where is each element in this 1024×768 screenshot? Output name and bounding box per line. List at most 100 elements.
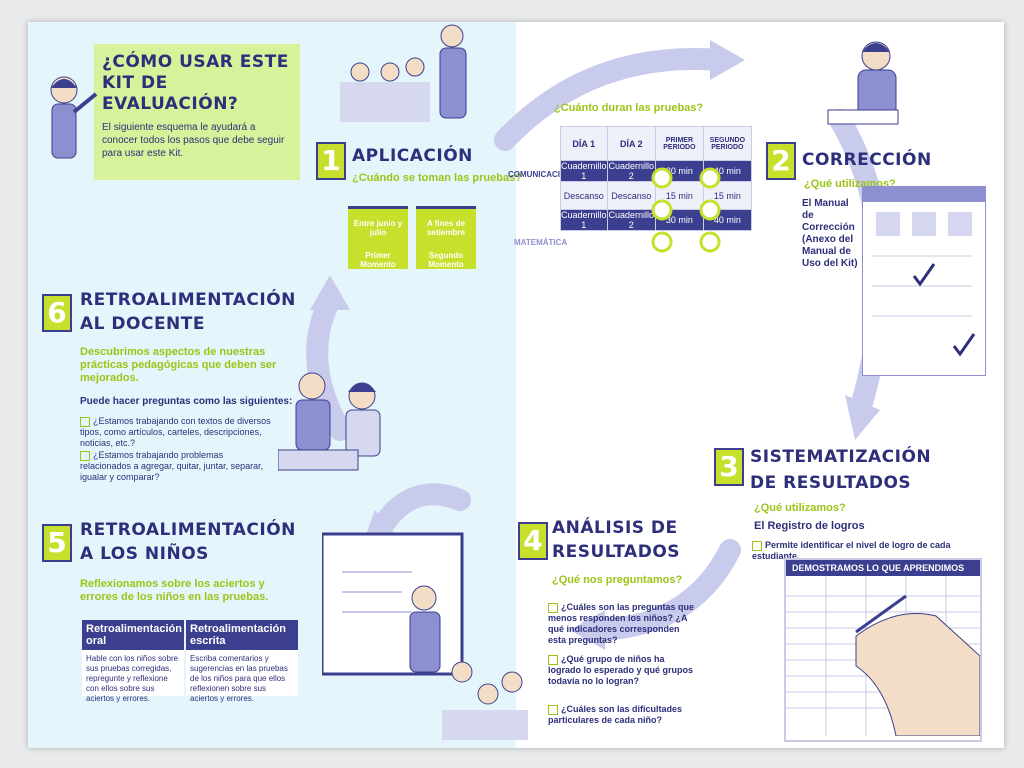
arrowhead-1 <box>710 40 745 80</box>
step3-title: SISTEMATIZACIÓN DE RESULTADOS <box>750 444 931 496</box>
step4-title-line2: RESULTADOS <box>552 542 681 562</box>
step3-answer: El Registro de logros <box>754 520 865 532</box>
arrowhead-2 <box>845 395 880 440</box>
checkbox-icon <box>548 602 558 613</box>
step4-bullet-2: ¿Qué grupo de niños ha logrado lo espera… <box>548 654 698 687</box>
feedback-oral-text: Hable con los niños sobre sus pruebas co… <box>86 654 179 703</box>
step2-title: CORRECCIÓN <box>802 150 932 170</box>
step1-title: APLICACIÓN <box>352 146 473 166</box>
step2-number: 2 <box>766 142 796 180</box>
step2-answer: El Manual de Corrección (Anexo del Manua… <box>802 198 858 269</box>
step1-question: ¿Cuándo se toman las pruebas? <box>352 172 522 184</box>
step6-title: RETROALIMENTACIÓN AL DOCENTE <box>80 288 296 336</box>
step6-bullet-2-text: ¿Estamos trabajando problemas relacionad… <box>80 450 264 482</box>
step1-card-2-text: A fines de setiembre <box>427 219 465 237</box>
feedback-written-box: Retroalimentación escrita Escriba coment… <box>186 620 298 703</box>
row-label-matematica: MATEMÁTICA <box>514 238 568 247</box>
row-label-comunicacion: COMUNICACIÓN <box>508 170 572 179</box>
cell-r3-c1: Cuadernillo 1 <box>560 209 608 231</box>
step5-title-line1: RETROALIMENTACIÓN <box>80 520 296 540</box>
arrowhead-3 <box>570 610 605 650</box>
clock-icon <box>651 231 673 253</box>
step3-question: ¿Qué utilizamos? <box>754 502 846 514</box>
step4-bullet-1: ¿Cuáles son las preguntas que menos resp… <box>548 602 698 646</box>
register-sheet-title: DEMOSTRAMOS LO QUE APRENDIMOS <box>786 560 980 576</box>
header-dia1: DÍA 1 <box>560 126 608 161</box>
step4-question: ¿Qué nos preguntamos? <box>552 574 683 586</box>
step3-bullet-text: Permite identificar el nivel de logro de… <box>752 540 951 561</box>
feedback-written-text: Escriba comentarios y sugerencias en las… <box>190 654 288 703</box>
step6-number: 6 <box>42 294 72 332</box>
clock-icon <box>699 167 721 189</box>
intro-title-line1: ¿CÓMO USAR ESTE <box>102 52 289 72</box>
step4-bullet-3: ¿Cuáles son las dificultades particulare… <box>548 704 698 726</box>
classroom-illustration <box>340 24 467 122</box>
step3-title-line1: SISTEMATIZACIÓN <box>750 447 932 467</box>
step6-subtitle: Descubrimos aspectos de nuestras práctic… <box>80 346 277 384</box>
step1-card-2-label: Segundo Momento <box>428 251 464 269</box>
cell-r3-c2: Cuadernillo 2 <box>606 209 657 231</box>
cell-r2-c1: Descanso <box>560 181 608 210</box>
step6-bullet-1: ¿Estamos trabajando con textos de divers… <box>80 416 276 449</box>
header-dia2: DÍA 2 <box>606 126 657 161</box>
girl-pointing-illustration <box>50 76 98 159</box>
clock-icon <box>699 199 721 221</box>
arrow-1-to-2 <box>494 48 731 151</box>
step4-bullet-1-text: ¿Cuáles son las preguntas que menos resp… <box>548 602 695 645</box>
arrowhead-5 <box>310 275 350 310</box>
teacher-writing-illustration <box>827 41 899 125</box>
step4-title-line1: ANÁLISIS DE <box>552 518 678 538</box>
step6-title-line2: AL DOCENTE <box>80 314 205 334</box>
clock-icon <box>651 199 673 221</box>
checkbox-icon <box>548 704 558 715</box>
step5-number: 5 <box>42 524 72 562</box>
teacher-blackboard-illustration <box>322 532 528 740</box>
clock-icon <box>651 167 673 189</box>
checkbox-icon <box>548 654 558 665</box>
achievement-register-sheet: DEMOSTRAMOS LO QUE APRENDIMOS <box>784 558 982 742</box>
feedback-written-title: Retroalimentación escrita <box>186 620 298 650</box>
step3-number: 3 <box>714 448 744 486</box>
cell-r2-c2: Descanso <box>606 181 657 210</box>
checkbox-icon <box>752 540 762 551</box>
teachers-meeting-illustration <box>278 372 381 471</box>
step3-bullet: Permite identificar el nivel de logro de… <box>752 540 964 562</box>
header-segundo-periodo: SEGUNDO PERIODO <box>702 126 753 161</box>
step1-card-1-label: Primer Momento <box>360 251 396 269</box>
step6-title-line1: RETROALIMENTACIÓN <box>80 290 296 310</box>
step1-number: 1 <box>316 142 346 180</box>
step3-title-line2: DE RESULTADOS <box>750 473 912 493</box>
register-grid-illustration <box>786 576 980 737</box>
clock-icon <box>699 231 721 253</box>
schedule-table: DÍA 1 DÍA 2 PRIMER PERIODO SEGUNDO PERIO… <box>560 126 753 231</box>
header-primer-periodo: PRIMER PERIODO <box>655 126 704 161</box>
intro-box: ¿CÓMO USAR ESTE KIT DE EVALUACIÓN? El si… <box>94 44 300 180</box>
step4-bullet-2-text: ¿Qué grupo de niños ha logrado lo espera… <box>548 654 694 686</box>
correction-manual-illustration <box>862 186 986 376</box>
step1-card-2: A fines de setiembre Segundo Momento <box>416 206 476 269</box>
cell-r1-c1: Cuadernillo 1 <box>560 160 608 182</box>
step6-lead: Puede hacer preguntas como las siguiente… <box>80 396 293 407</box>
arrow-3-to-4 <box>579 539 741 641</box>
step4-title: ANÁLISIS DE RESULTADOS <box>552 516 680 564</box>
step6-bullet-2: ¿Estamos trabajando problemas relacionad… <box>80 450 276 483</box>
feedback-oral-title: Retroalimentación oral <box>82 620 184 650</box>
clock-icons <box>651 167 721 253</box>
step4-number: 4 <box>518 522 548 560</box>
step4-bullet-3-text: ¿Cuáles son las dificultades particulare… <box>548 704 683 725</box>
feedback-oral-box: Retroalimentación oral Hable con los niñ… <box>82 620 184 703</box>
cycle-arrows <box>306 40 892 650</box>
arrow-4-to-5 <box>369 483 471 541</box>
step1-card-1: Entre junio y julio Primer Momento <box>348 206 408 269</box>
step6-bullet-1-text: ¿Estamos trabajando con textos de divers… <box>80 416 271 448</box>
step5-title: RETROALIMENTACIÓN A LOS NIÑOS <box>80 518 296 566</box>
step1-card-1-text: Entre junio y julio <box>353 219 403 237</box>
checkbox-icon <box>80 450 90 461</box>
step5-subtitle: Reflexionamos sobre los aciertos y error… <box>80 578 269 603</box>
intro-text: El siguiente esquema le ayudará a conoce… <box>102 122 285 159</box>
arrow-5-to-6 <box>306 289 351 441</box>
step5-title-line2: A LOS NIÑOS <box>80 544 209 564</box>
schedule-question: ¿Cuánto duran las pruebas? <box>554 102 704 114</box>
intro-title-line2: KIT DE EVALUACIÓN? <box>102 73 239 114</box>
